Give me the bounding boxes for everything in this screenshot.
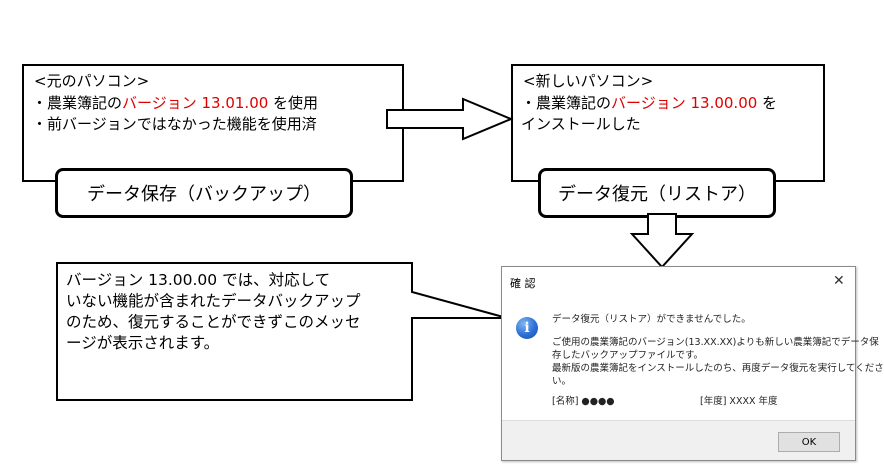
dialog-title: 確 認 [510, 277, 536, 290]
new-pc-box: <新しいパソコン> ・農業簿記のバージョン 13.00.00 を インストールし… [511, 64, 825, 182]
old-pc-line1: ・農業簿記のバージョン 13.01.00 を使用 [32, 93, 318, 114]
callout-line1: バージョン 13.00.00 では、対応して [66, 271, 331, 289]
dialog-message-detail4: い。 [552, 376, 572, 387]
close-icon[interactable]: ✕ [833, 273, 845, 289]
old-pc-box: <元のパソコン> ・農業簿記のバージョン 13.01.00 を使用 ・前バージョ… [22, 64, 404, 182]
new-pc-line1-suffix: を [757, 94, 778, 112]
new-pc-title: <新しいパソコン> [523, 72, 654, 90]
dialog-message-detail1: ご使用の農業簿記のバージョン(13.XX.XX)よりも新しい農業簿記でデータ保 [552, 337, 879, 348]
dialog-name-label: [名称] ●●●● [552, 396, 615, 407]
dialog-message-detail2: 存したバックアップファイルです。 [552, 350, 704, 361]
down-arrow-icon [629, 213, 695, 269]
dialog-footer: OK [502, 420, 855, 460]
old-pc-line1-suffix: を使用 [268, 94, 319, 112]
new-pc-line1-prefix: ・農業簿記の [521, 94, 612, 112]
backup-label: データ保存（バックアップ） [55, 168, 353, 218]
callout-line3: のため、復元することができずこのメッセ [66, 313, 361, 331]
dialog-message-detail3: 最新版の農業簿記をインストールしたのち、再度データ復元を実行してくださ [552, 363, 884, 374]
old-pc-line2: ・前バージョンではなかった機能を使用済 [32, 115, 317, 133]
dialog-year-label: [年度] XXXX 年度 [700, 396, 778, 407]
old-pc-version: バージョン 13.01.00 [122, 94, 269, 112]
new-pc-line2: インストールした [521, 115, 641, 133]
restore-label: データ復元（リストア） [538, 168, 776, 218]
ok-button[interactable]: OK [778, 432, 840, 452]
confirm-dialog: 確 認 ✕ i データ復元（リストア）ができませんでした。 ご使用の農業簿記のバ… [501, 266, 884, 461]
right-arrow-icon [386, 97, 514, 141]
old-pc-title: <元のパソコン> [34, 72, 150, 90]
info-icon: i [516, 317, 538, 339]
callout-text: バージョン 13.00.00 では、対応して いない機能が含まれたデータバックア… [66, 270, 416, 354]
old-pc-line1-prefix: ・農業簿記の [32, 94, 123, 112]
dialog-message-main: データ復元（リストア）ができませんでした。 [552, 314, 751, 325]
new-pc-line1: ・農業簿記のバージョン 13.00.00 を [521, 93, 777, 114]
new-pc-version: バージョン 13.00.00 [611, 94, 758, 112]
callout-line2: いない機能が含まれたデータバックアップ [66, 292, 361, 310]
callout-line4: ージが表示されます。 [66, 334, 220, 352]
callout-bubble [56, 262, 508, 401]
